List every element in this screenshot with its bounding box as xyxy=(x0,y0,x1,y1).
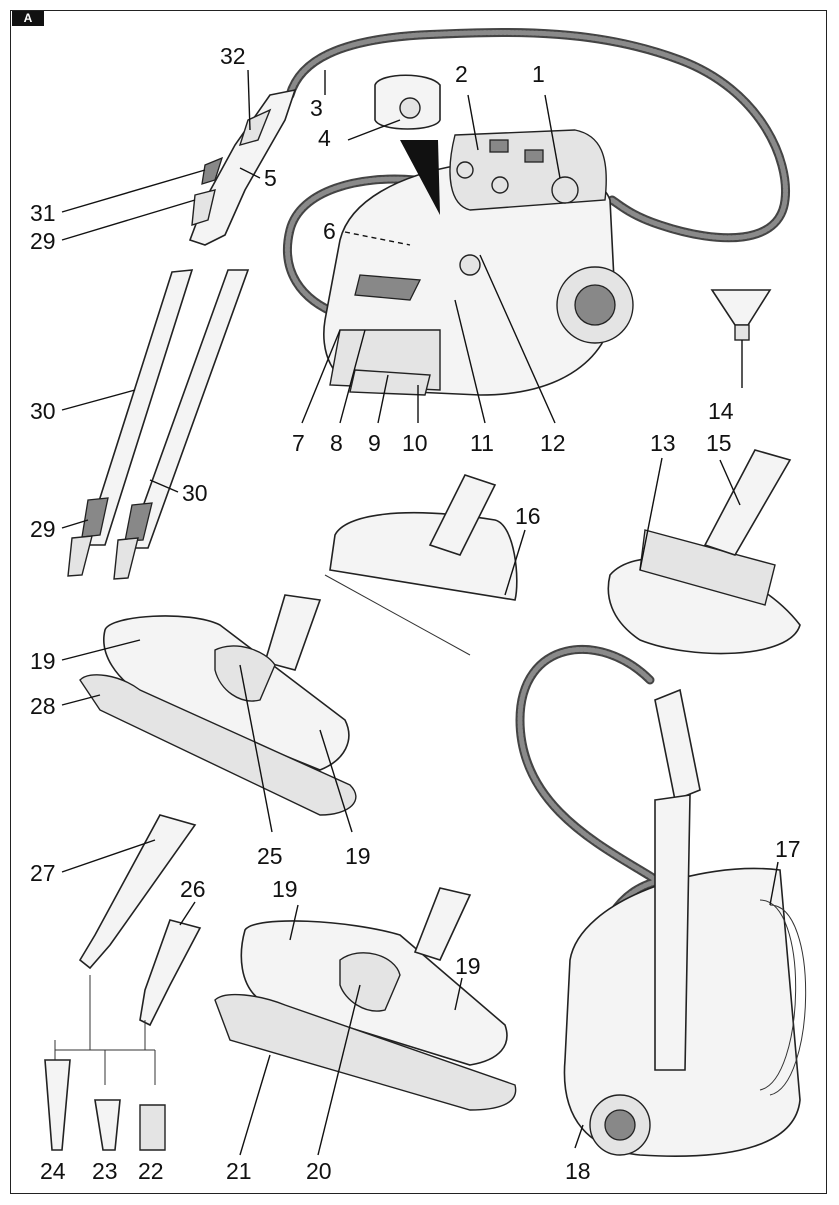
callout-21: 21 xyxy=(226,1158,252,1184)
floor-nozzle-lower xyxy=(214,887,517,1111)
callout-29-bottom: 29 xyxy=(30,516,56,542)
callout-30-right: 30 xyxy=(182,480,208,506)
callout-18: 18 xyxy=(565,1158,591,1184)
callout-8: 8 xyxy=(330,430,343,456)
callout-11: 11 xyxy=(470,430,494,456)
callout-2: 2 xyxy=(455,61,468,87)
callout-14: 14 xyxy=(708,398,734,424)
steam-handle xyxy=(188,88,297,246)
callout-27: 27 xyxy=(30,860,56,886)
leader-lines xyxy=(61,69,779,1156)
figure-frame xyxy=(10,10,827,1194)
callout-24: 24 xyxy=(40,1158,66,1184)
assembled-unit xyxy=(515,645,807,1157)
callout-32: 32 xyxy=(220,43,246,69)
callout-12: 12 xyxy=(540,430,566,456)
callout-19-lower-right: 19 xyxy=(455,953,481,979)
callout-19-lower-left: 19 xyxy=(272,876,298,902)
callout-13: 13 xyxy=(650,430,676,456)
callout-19-right: 19 xyxy=(345,843,371,869)
callout-4: 4 xyxy=(318,125,331,151)
callout-10: 10 xyxy=(402,430,428,456)
window-nozzle xyxy=(324,474,518,656)
callout-3: 3 xyxy=(310,95,323,121)
callout-26: 26 xyxy=(180,876,206,902)
callout-23: 23 xyxy=(92,1158,118,1184)
section-label: A xyxy=(12,11,44,26)
hand-nozzle-with-cover xyxy=(607,449,801,655)
extension-tubes xyxy=(67,269,250,580)
callout-20: 20 xyxy=(306,1158,332,1184)
callout-17: 17 xyxy=(775,836,801,862)
callout-16: 16 xyxy=(515,503,541,529)
callout-7: 7 xyxy=(292,430,305,456)
callout-6: 6 xyxy=(323,218,336,244)
callout-29-top: 29 xyxy=(30,228,56,254)
steam-hose-main xyxy=(282,28,791,320)
detail-nozzles xyxy=(44,814,202,1151)
floor-nozzle-upper xyxy=(79,594,357,816)
callout-28: 28 xyxy=(30,693,56,719)
steam-cleaner-unit xyxy=(323,129,634,396)
callout-9: 9 xyxy=(368,430,381,456)
callout-1: 1 xyxy=(532,61,545,87)
callout-15: 15 xyxy=(706,430,732,456)
callout-30-left: 30 xyxy=(30,398,56,424)
callout-5: 5 xyxy=(264,165,277,191)
callout-22: 22 xyxy=(138,1158,164,1184)
callout-31: 31 xyxy=(30,200,56,226)
funnel xyxy=(710,289,772,341)
callout-25: 25 xyxy=(257,843,283,869)
callout-19-upper: 19 xyxy=(30,648,56,674)
